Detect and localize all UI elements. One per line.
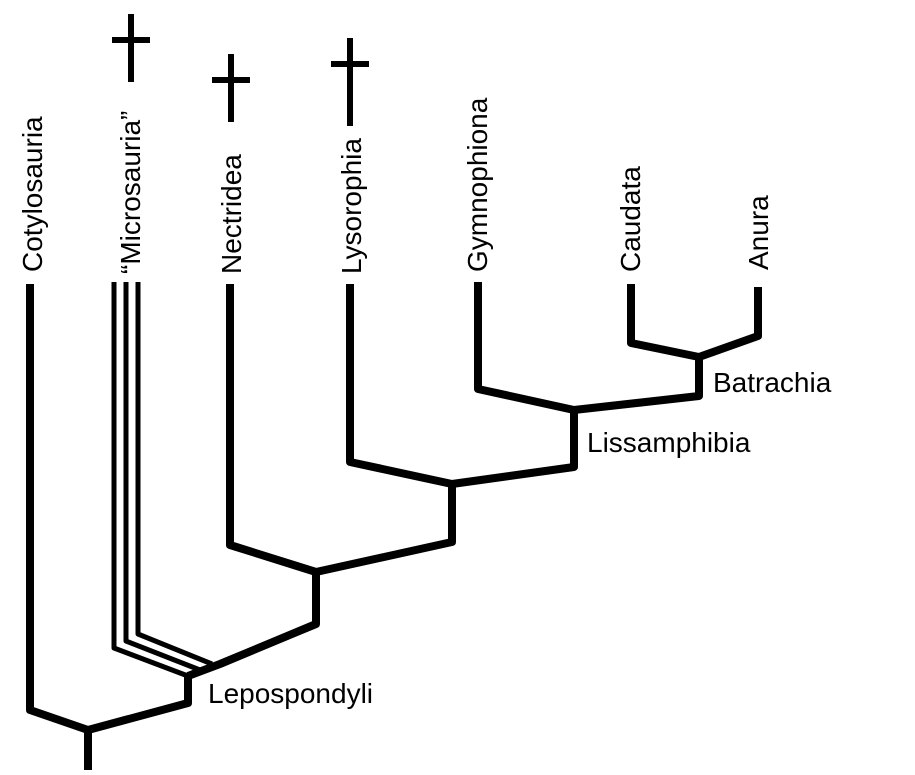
branch-lepospondyli-stem bbox=[186, 572, 320, 680]
branch-lepospondyli-node bbox=[86, 676, 192, 734]
extinct-dagger-microsauria bbox=[112, 14, 150, 82]
branch-gymnophiona bbox=[474, 282, 575, 414]
taxon-label-cotylosauria: Cotylosauria bbox=[17, 116, 48, 272]
branch-microsauria-1 bbox=[111, 282, 189, 679]
taxon-label-caudata: Caudata bbox=[615, 166, 646, 272]
branch-cotylosauria bbox=[26, 284, 90, 734]
clade-label-lepospondyli: Lepospondyli bbox=[208, 678, 373, 709]
branch-nectridea bbox=[226, 284, 318, 576]
branch-lysorophia-node bbox=[315, 484, 456, 576]
clade-label-batrachia: Batrachia bbox=[713, 367, 832, 398]
branch-caudata bbox=[627, 284, 700, 361]
taxon-label-microsauria: “Microsauria” bbox=[115, 111, 146, 274]
taxon-label-lysorophia: Lysorophia bbox=[336, 138, 367, 274]
extinct-dagger-lysorophia bbox=[331, 38, 369, 126]
branch-lissamphibia-node bbox=[451, 410, 578, 488]
branch-batrachia-node bbox=[573, 357, 703, 414]
branch-lysorophia bbox=[346, 284, 453, 488]
taxon-label-gymnophiona: Gymnophiona bbox=[462, 97, 493, 272]
taxon-label-nectridea: Nectridea bbox=[216, 154, 247, 274]
branch-microsauria-3 bbox=[135, 282, 213, 667]
taxon-label-anura: Anura bbox=[743, 195, 774, 270]
clade-label-lissamphibia: Lissamphibia bbox=[587, 427, 751, 458]
branch-anura bbox=[697, 287, 762, 361]
branch-microsauria-2 bbox=[123, 282, 201, 673]
extinct-dagger-nectridea bbox=[212, 54, 250, 122]
